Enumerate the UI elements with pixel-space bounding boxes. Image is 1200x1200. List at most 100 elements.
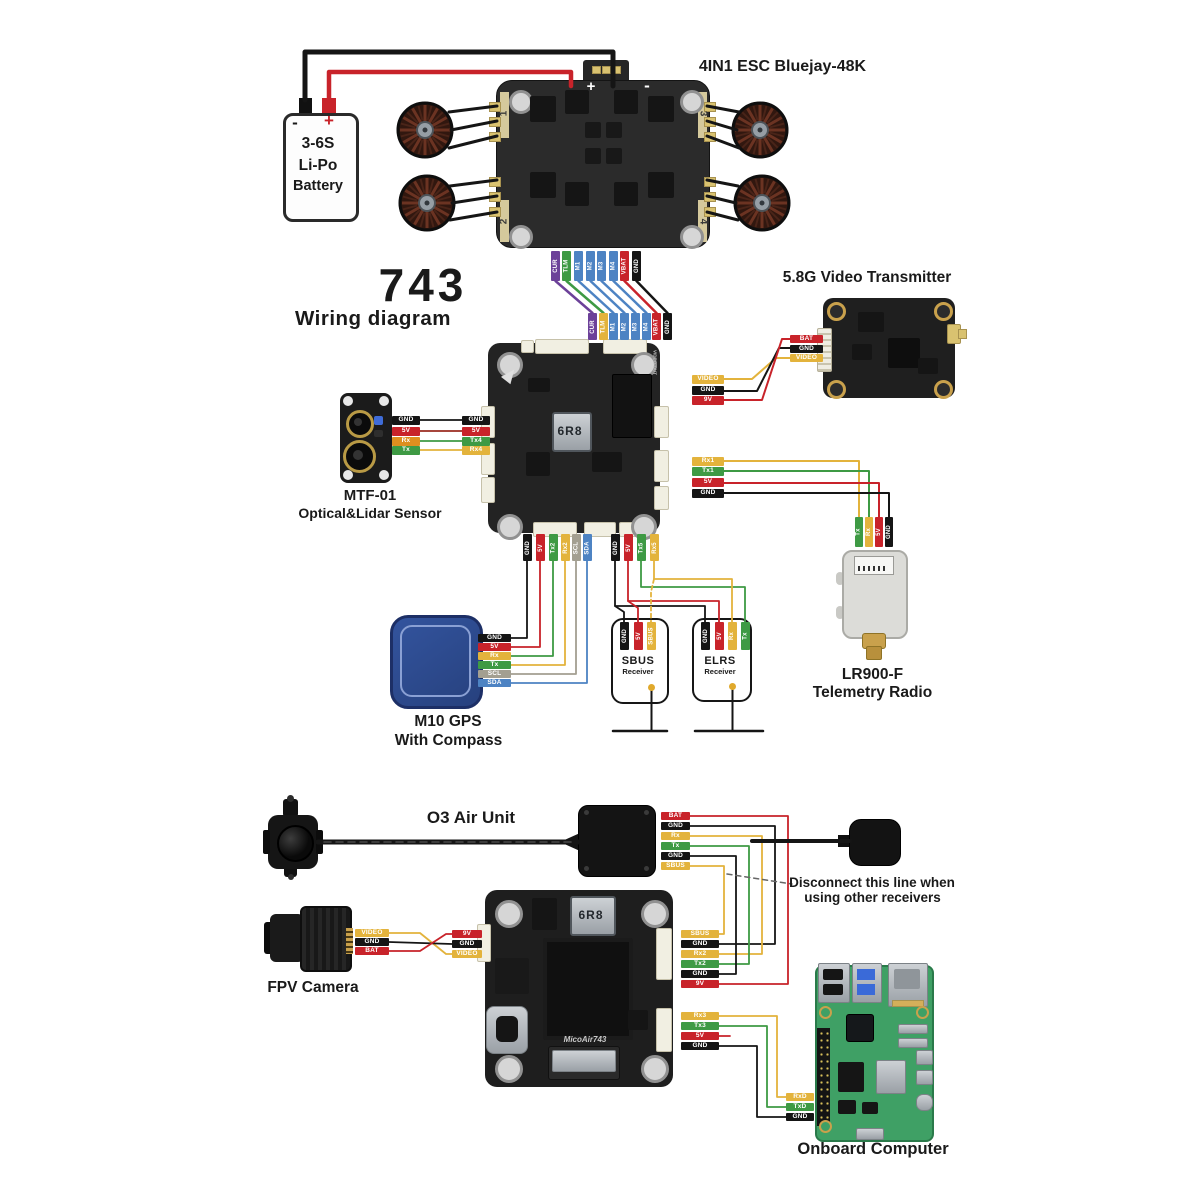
pin-label-gps-pins-5: SDA: [487, 678, 502, 686]
pin-fc1-gps_pins-4: SCL: [572, 534, 581, 561]
pin-fc2-o3_pins-4: GND: [681, 970, 719, 978]
pin-label-elrs-pins-3: Tx: [742, 632, 749, 640]
wire-esc-fc-vbat: [623, 279, 658, 315]
obc-mount-hole: [916, 1006, 929, 1019]
pin-mtf01-pins-1: 5V: [392, 427, 420, 436]
fc2-chip: [628, 1010, 648, 1030]
pin-esc-pins_in-5: M4: [642, 313, 651, 340]
pin-fc1-telem_pins-0: Rx1: [692, 457, 724, 466]
pin-esc-pins_in-4: M3: [631, 313, 640, 340]
obc-ram-chip: [876, 1060, 906, 1094]
pin-fc1-lidar_pins-3: Rx4: [462, 446, 490, 455]
obc-sd-slot: [856, 1128, 884, 1140]
pin-obc-pins-0: RxD: [786, 1093, 814, 1101]
vtx-chip: [918, 358, 938, 374]
pin-esc-pins_in-0: CUR: [588, 313, 597, 340]
pin-vtx-pins-0: BAT: [790, 335, 823, 343]
esc-fet-chip: [614, 182, 638, 206]
pin-label-o3-pins-0: BAT: [668, 811, 683, 819]
pin-label-fpv-pins-1: GND: [364, 937, 380, 945]
pin-fc1-lidar_pins-0: GND: [462, 416, 490, 425]
pin-label-fc2-cam_pins-1: GND: [459, 939, 475, 947]
pin-label-esc-pins_out-5: M4: [610, 261, 617, 271]
pin-gps-pins-5: SDA: [478, 679, 511, 687]
wire-esc-fc-cur: [554, 279, 594, 315]
battery-plus-sign: +: [324, 111, 334, 130]
wire-fc1-lr900-5v: [723, 482, 880, 519]
pin-lr900-pins-3: GND: [885, 517, 893, 547]
pin-fc2-o3_pins-1: GND: [681, 940, 719, 948]
esc-corner-number-3: 3: [697, 110, 709, 117]
fpv-camera-barrel: [270, 914, 304, 962]
vtx-chip: [852, 344, 872, 360]
esc-plus-sign: +: [586, 78, 596, 95]
pin-esc-pins_out-4: M3: [597, 251, 606, 281]
obc-chip: [838, 1062, 864, 1092]
pin-label-lr900-pins-3: GND: [886, 525, 892, 539]
fc1-connector: [481, 477, 495, 503]
pin-fc2-cam_pins-1: GND: [452, 940, 482, 948]
esc-motor-pad: [704, 132, 716, 142]
obc-usb-slot: [823, 969, 843, 980]
fc1-inductor: [552, 412, 592, 452]
o3-unit-body: [578, 805, 656, 877]
wire-esc-fc-m1: [577, 279, 615, 315]
pin-fc2-obc_pins-2: 5V: [681, 1032, 719, 1040]
pin-label-mtf01-pins-0: GND: [398, 416, 414, 424]
pin-label-o3-pins-3: Tx: [671, 841, 680, 849]
wire-gps-scl: [510, 560, 577, 675]
motor-3: [731, 101, 789, 159]
pin-o3-pins-4: GND: [661, 852, 690, 860]
pin-label-lr900-pins-2: 5V: [876, 528, 882, 536]
pin-label-fc1-gps_pins-3: Rx2: [562, 541, 569, 554]
pin-gps-pins-2: Rx: [478, 652, 511, 660]
wire-gps-tx: [510, 560, 566, 666]
pin-mtf01-pins-0: GND: [392, 416, 420, 425]
pin-fc2-o3_pins-3: Tx2: [681, 960, 719, 968]
diagram-title-model: 743: [378, 259, 468, 311]
obc-mount-hole: [819, 1006, 832, 1019]
pin-fc1-telem_pins-3: GND: [692, 489, 724, 498]
esc-fet-chip: [614, 90, 638, 114]
pin-fc1-rc_pins-2: Tx5: [637, 534, 646, 561]
pin-label-elrs-pins-1: 5V: [716, 632, 723, 640]
pin-obc-pins-1: TxD: [786, 1103, 814, 1111]
vtx-chip: [888, 338, 920, 368]
esc-motor-pad: [489, 192, 501, 202]
pin-label-mtf01-pins-1: 5V: [401, 427, 411, 435]
obc-gpio-header: [817, 1028, 830, 1126]
battery-label-line3: Battery: [293, 178, 343, 194]
pin-fc1-gps_pins-0: GND: [523, 534, 532, 561]
elrs-antenna-dot: [729, 683, 736, 690]
pin-fc1-vtx_pins-1: GND: [692, 386, 724, 395]
pin-label-fc1-gps_pins-1: 5V: [537, 543, 544, 552]
pin-o3-pins-2: Rx: [661, 832, 690, 840]
wire-fpv-gnd: [388, 941, 453, 945]
fc2-mount-hole: [641, 1055, 669, 1083]
lr900-sma-nut: [866, 646, 882, 660]
sbus-receiver-kind: Receiver: [622, 667, 654, 676]
o3-unit-screw: [644, 866, 649, 871]
pin-fpv-pins-1: GND: [355, 938, 389, 946]
esc-fet-chip: [565, 182, 589, 206]
lr900-module: [842, 550, 908, 639]
wire-gps-sda: [510, 560, 588, 684]
fc1-cpu: [612, 374, 652, 438]
wire-gps-5v: [510, 560, 541, 648]
pin-fc2-obc_pins-3: GND: [681, 1042, 719, 1050]
sbus-receiver-name: SBUS: [621, 655, 655, 667]
motor-1: [396, 101, 454, 159]
pin-label-fc1-rc_pins-1: 5V: [625, 543, 632, 552]
vtx-chip: [858, 312, 884, 332]
pin-fc2-cam_pins-2: VIDEO: [452, 950, 482, 958]
fc2-bottom-connector-inner: [552, 1050, 616, 1072]
esc-mcu-chip: [585, 148, 601, 164]
pin-sbus-pins-2: SBUS: [647, 622, 656, 650]
fc2-connector: [656, 1008, 672, 1052]
pin-label-fc2-o3_pins-4: GND: [692, 969, 708, 977]
pin-elrs-pins-0: GND: [701, 622, 710, 650]
pin-label-obc-pins-1: TxD: [793, 1102, 807, 1110]
o3-unit-screw: [584, 810, 589, 815]
o3-note-line2: using other receivers: [804, 890, 941, 905]
o3-camera-bottom-screw: [288, 874, 294, 880]
